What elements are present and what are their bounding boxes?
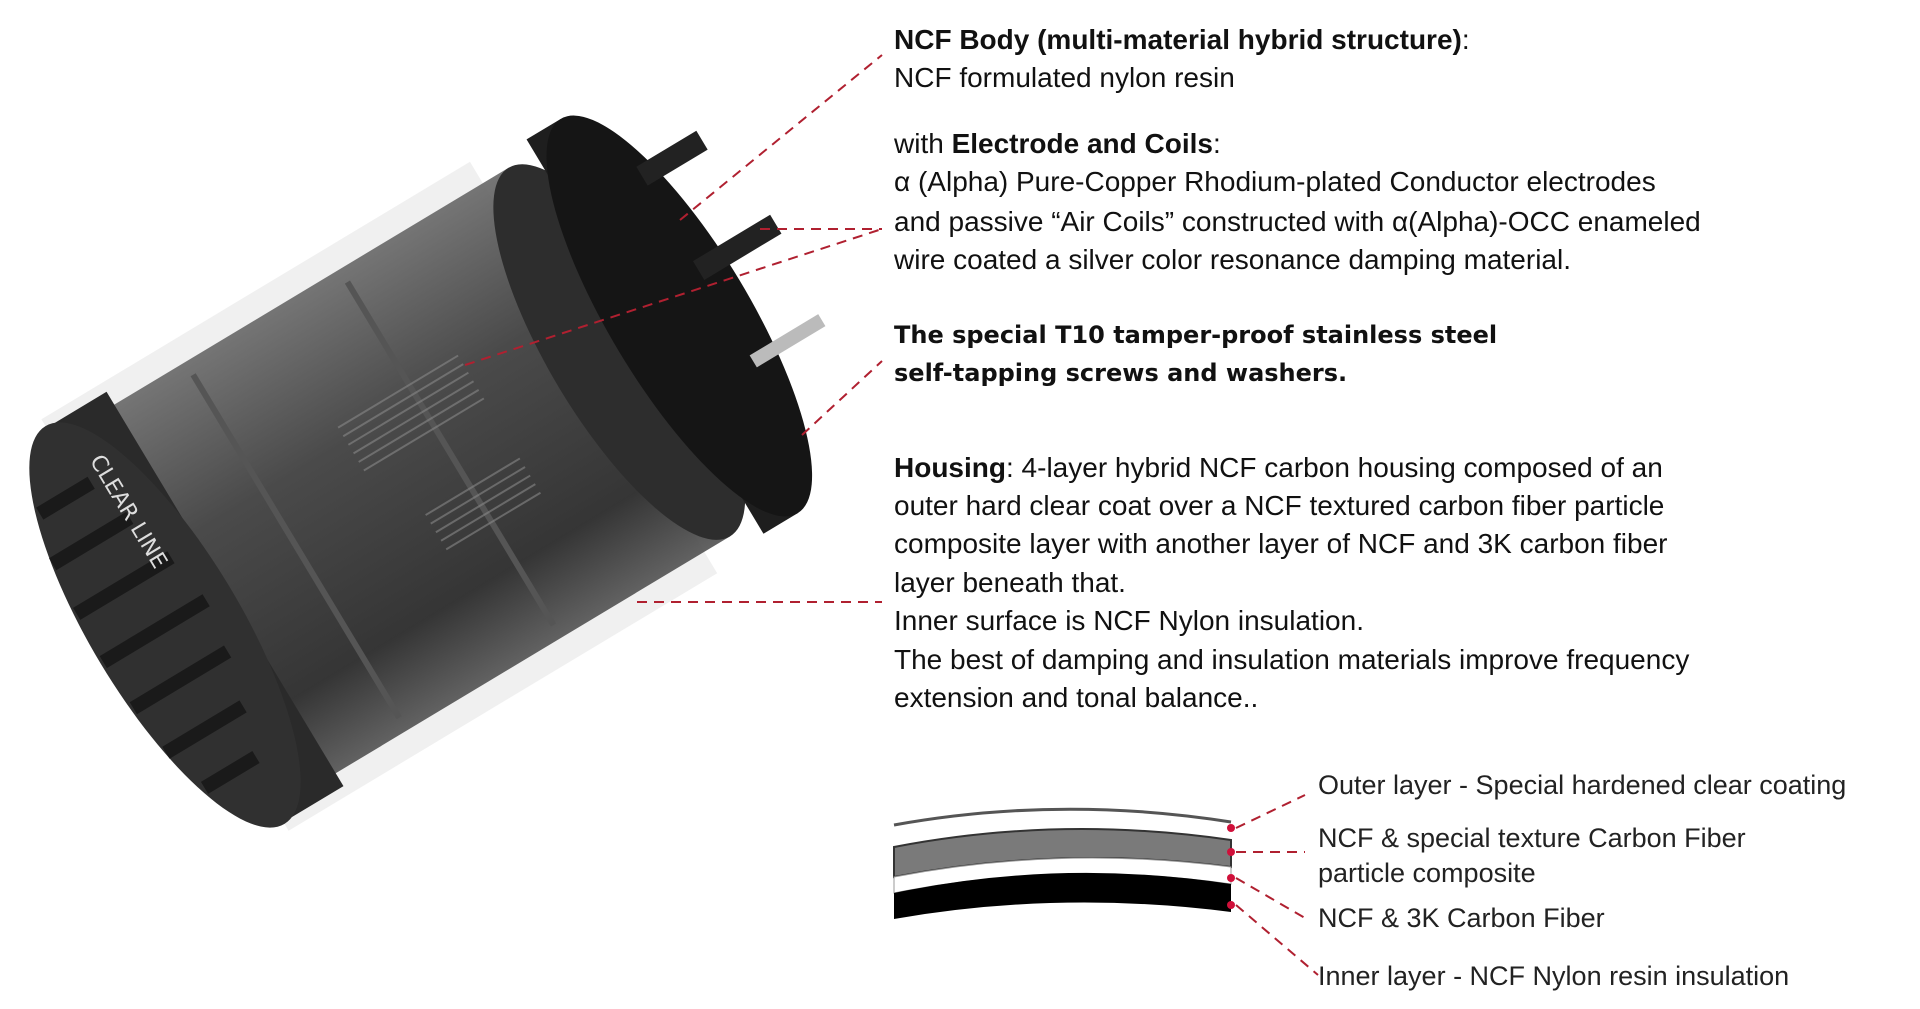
housing-heading: Housing: 4-layer hybrid NCF carbon housi… [894, 452, 1663, 483]
housing-line: Inner surface is NCF Nylon insulation. [894, 605, 1364, 636]
layer-label-3k: NCF & 3K Carbon Fiber [1318, 903, 1605, 933]
layer-label-inner: Inner layer - NCF Nylon resin insulation [1318, 961, 1790, 991]
electrode-heading: with Electrode and Coils: [894, 128, 1221, 159]
layer-label-texture: NCF & special texture Carbon Fiber [1318, 823, 1746, 853]
prong-icons [636, 130, 826, 368]
front-grip-ridges [36, 476, 260, 794]
housing-line: composite layer with another layer of NC… [894, 528, 1668, 559]
electrode-line: and passive “Air Coils” constructed with… [894, 206, 1701, 237]
screws-line: self-tapping screws and washers. [894, 359, 1348, 387]
housing-line: The best of damping and insulation mater… [894, 644, 1690, 675]
housing-line: outer hard clear coat over a NCF texture… [894, 490, 1665, 521]
leader-lines [464, 54, 1319, 976]
electrode-line: α (Alpha) Pure-Copper Rhodium-plated Con… [894, 166, 1656, 197]
coil-icon [337, 354, 542, 551]
layer-cross-section [893, 807, 1235, 919]
ncf-body-desc: NCF formulated nylon resin [894, 62, 1235, 93]
electrode-line: wire coated a silver color resonance dam… [894, 244, 1571, 275]
plug-body: CLEAR LINE [29, 115, 826, 831]
ncf-body-heading: NCF Body (multi-material hybrid structur… [894, 24, 1470, 55]
layer-label-outer: Outer layer - Special hardened clear coa… [1318, 770, 1847, 800]
housing-line: extension and tonal balance.. [894, 682, 1259, 713]
layer-label-texture-cont: particle composite [1318, 858, 1536, 888]
screws-line: The special T10 tamper-proof stainless s… [894, 321, 1498, 349]
layer-dots [1227, 824, 1235, 909]
housing-line: layer beneath that. [894, 567, 1126, 598]
